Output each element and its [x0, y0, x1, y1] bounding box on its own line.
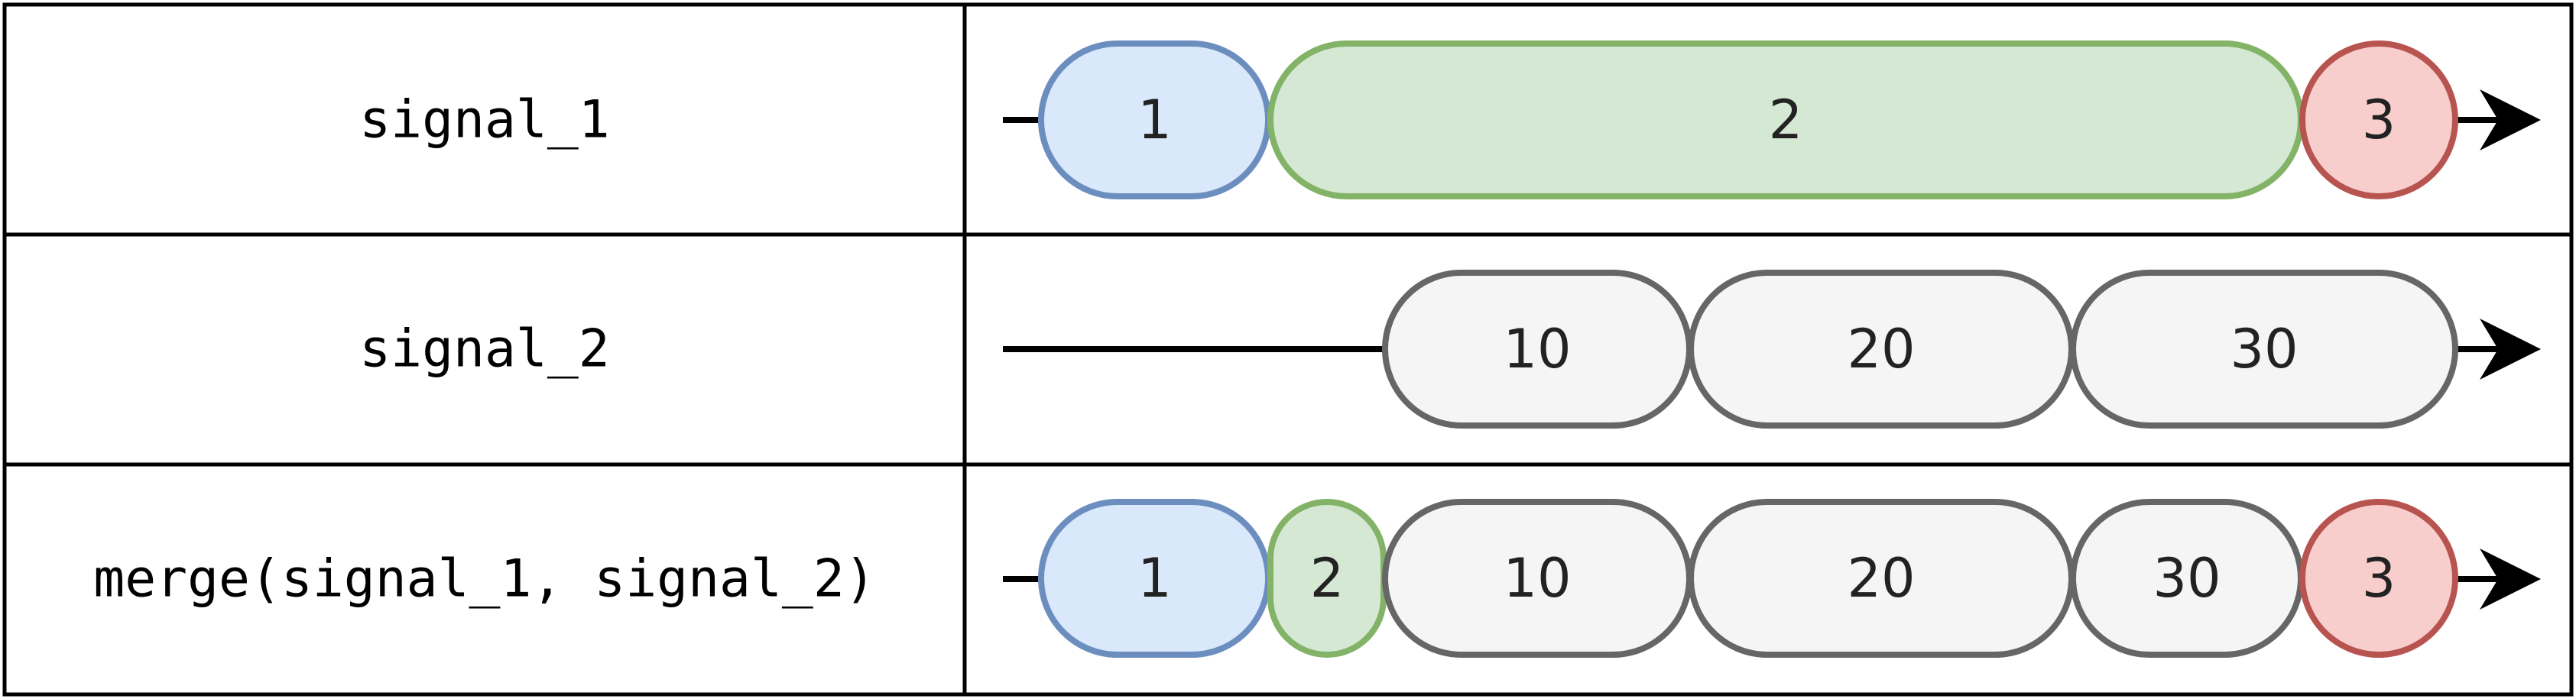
svg-text:30: 30: [2153, 547, 2221, 610]
svg-text:10: 10: [1503, 318, 1571, 380]
row-label-signal-2: signal_2: [359, 319, 610, 380]
event-marble-3: 3: [2299, 40, 2458, 199]
svg-text:10: 10: [1503, 547, 1571, 610]
event-pills: 1 2 3 10 20 30 1 2: [1038, 40, 2458, 658]
svg-text:20: 20: [1847, 318, 1915, 380]
svg-text:3: 3: [2362, 547, 2396, 610]
event-marble-10: 10: [1382, 270, 1692, 429]
event-marble-1: 1: [1038, 499, 1271, 658]
svg-text:20: 20: [1847, 547, 1915, 610]
event-marble-10: 10: [1382, 499, 1692, 658]
svg-text:2: 2: [1769, 89, 1803, 151]
event-marble-3: 3: [2299, 499, 2458, 658]
event-marble-30: 30: [2070, 499, 2304, 658]
event-marble-1: 1: [1038, 40, 1271, 199]
svg-text:1: 1: [1137, 547, 1172, 610]
svg-text:3: 3: [2362, 89, 2396, 151]
event-marble-20: 20: [1688, 270, 2075, 429]
event-marble-2: 2: [1267, 499, 1387, 658]
svg-text:2: 2: [1310, 547, 1345, 610]
event-marble-20: 20: [1688, 499, 2075, 658]
svg-text:1: 1: [1137, 89, 1172, 151]
event-marble-30: 30: [2070, 270, 2458, 429]
row-label-merge: merge(signal_1, signal_2): [93, 549, 876, 610]
svg-text:30: 30: [2230, 318, 2298, 380]
event-marble-2: 2: [1267, 40, 2304, 199]
row-label-signal-1: signal_1: [359, 90, 610, 150]
